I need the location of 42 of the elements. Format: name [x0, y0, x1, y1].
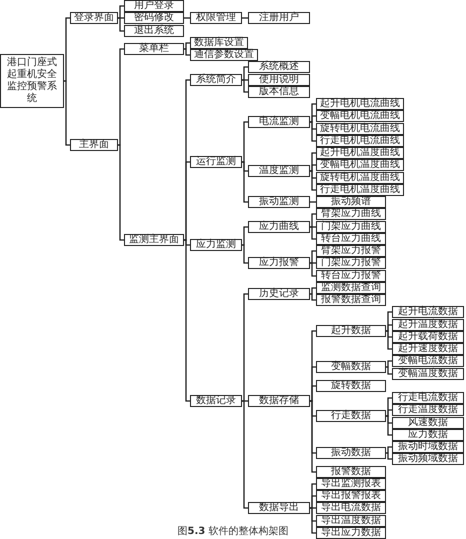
connector-line [242, 161, 248, 203]
connector-line [242, 244, 248, 264]
connector-line [386, 409, 392, 417]
connector-line [310, 507, 316, 534]
connector-line [310, 164, 316, 172]
connector-line [310, 121, 316, 142]
connector-line [310, 115, 316, 123]
connector-line [118, 48, 124, 146]
connector-line [242, 66, 248, 81]
connector-line [242, 121, 248, 163]
connector-line [310, 293, 316, 301]
connector-line [242, 400, 248, 509]
connector-line [184, 239, 190, 402]
connector-line [386, 360, 392, 368]
connector-line [118, 5, 124, 19]
connector-line [310, 495, 316, 509]
connector-line [310, 400, 316, 473]
connector-line [386, 452, 392, 460]
connector-line [242, 79, 248, 93]
connector-line [310, 262, 316, 277]
connector-line [386, 330, 392, 350]
connector-line [310, 287, 316, 295]
connector-line [386, 324, 392, 332]
connector-line [242, 293, 248, 402]
connector-line [310, 226, 316, 240]
connector-line [386, 446, 392, 454]
connector-line [310, 385, 316, 402]
connector-line [310, 170, 316, 191]
connector-line [184, 42, 190, 50]
connector-line [184, 161, 190, 241]
connector-line [242, 226, 248, 246]
connector-line [118, 17, 124, 32]
root-box: 港口门座式起重机安全监控预警系统 [0, 54, 64, 108]
connector-line [386, 366, 392, 375]
connector-line [184, 48, 190, 56]
figure-caption: 图5.3 软件的整体构架图 [178, 526, 288, 538]
connector-line [310, 250, 316, 264]
connector-line [310, 213, 316, 228]
connector-line [118, 144, 124, 241]
connector-line [386, 415, 392, 436]
connector-line [64, 17, 70, 82]
connector-line [64, 80, 70, 146]
